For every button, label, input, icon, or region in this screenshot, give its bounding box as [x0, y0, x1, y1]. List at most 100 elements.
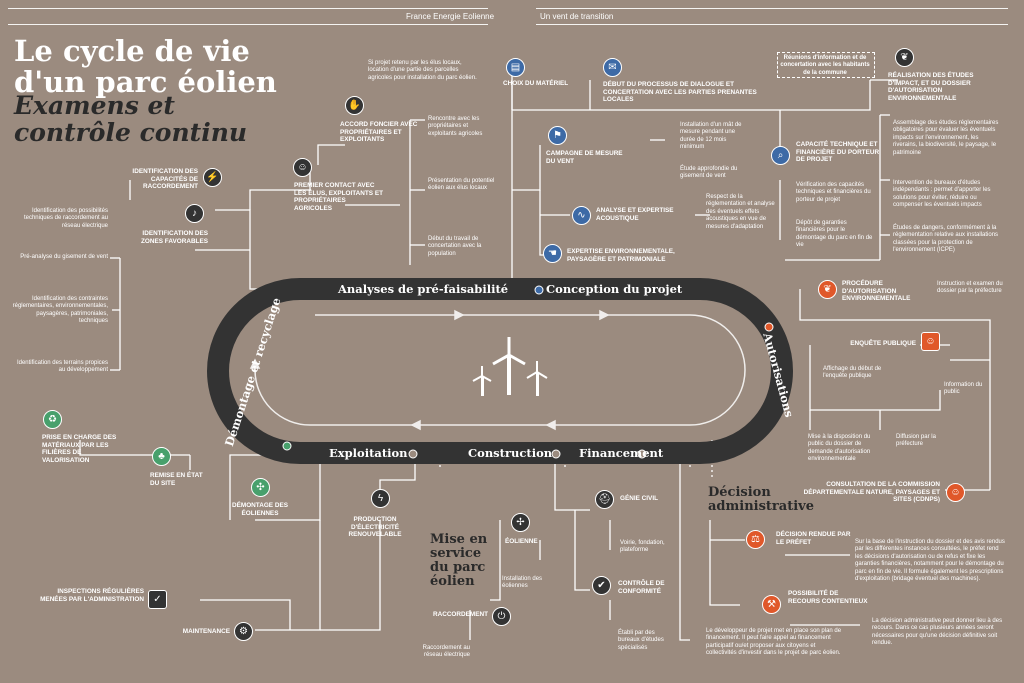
power-icon: ⏻ — [492, 607, 511, 626]
recycle-icon: ♻ — [43, 410, 62, 429]
label-analyse: Analyse et expertise acoustique — [596, 207, 674, 222]
text-realisation-3: Études de dangers, conformément à la rég… — [893, 225, 999, 254]
check-icon: ✔ — [592, 576, 611, 595]
label-enquete: Enquête publique — [850, 340, 916, 347]
gavel-icon: ⚒ — [762, 595, 781, 614]
text-recours: La décision administrative peut donner l… — [872, 618, 1003, 647]
text-campagne-1: Installation d'un mât de mesure pendant … — [680, 122, 742, 151]
flag-icon: ⚑ — [548, 126, 567, 145]
text-financement: Le développeur de projet met en place so… — [706, 628, 842, 657]
label-eolienne: Éolienne — [505, 538, 538, 545]
text-realisation-1: Assemblage des études réglementaires obl… — [893, 120, 999, 156]
label-materiel: Choix du matériel — [503, 80, 569, 87]
tree-icon: ♣ — [152, 447, 171, 466]
text-controle: Établi par des bureaux d'études spéciali… — [618, 630, 664, 651]
dismantle-icon: ✣ — [251, 478, 270, 497]
text-zones-1: Pré-analyse du gisement de vent — [20, 254, 108, 260]
label-prise: Prise en charge des matériaux par les fi… — [42, 434, 117, 464]
label-procedure: Procédure d'autorisation environnemental… — [842, 280, 911, 303]
page-subtitle: Examens et contrôle continu — [14, 92, 247, 146]
waveform-icon: ∿ — [572, 206, 591, 225]
label-demontage-eol: Démontage des éoliennes — [232, 502, 288, 517]
stage-prefaisabilite: Analyses de pré-faisabilité — [338, 282, 509, 296]
text-reunions: Réunions d'information et de concertatio… — [780, 55, 870, 76]
magnifier-icon: ⌕ — [771, 146, 790, 165]
inspection-icon: ✓ — [148, 590, 167, 609]
label-production: Production d'électricité renouvelable — [348, 516, 402, 539]
label-premier-contact: Premier contact avec les élus, exploitan… — [294, 182, 384, 212]
page-title: Le cycle de vie d'un parc éolien — [14, 36, 277, 98]
header-left: France Energie Eolienne — [406, 12, 495, 21]
mise-service-heading: Mise en service du parc éolien — [430, 532, 488, 589]
label-genie: Génie civil — [620, 495, 658, 502]
text-campagne-2: Étude approfondie du gisement de vent — [680, 166, 738, 180]
leaf-icon-2: ❦ — [818, 280, 837, 299]
leaf-icon: ❦ — [895, 48, 914, 67]
text-genie: Voirie, fondation, plateforme — [620, 540, 665, 554]
stage-conception: Conception du projet — [546, 282, 683, 296]
title-line1: Le cycle de vie — [14, 34, 250, 68]
text-capacites: Identification des possibilités techniqu… — [23, 208, 108, 229]
people-icon-3: ☺ — [946, 483, 965, 502]
header-rule-left — [8, 24, 488, 25]
text-accord: Si projet retenu par les élus locaux, lo… — [368, 60, 477, 81]
header-right: Un vent de transition — [540, 12, 614, 21]
plug-icon: ⚡ — [203, 168, 222, 187]
text-information: Information du public — [944, 382, 983, 396]
label-expertise: Expertise environnementale, paysagère et… — [567, 248, 675, 263]
stage-construction: Construction — [468, 446, 553, 460]
title-line2: d'un parc éolien — [14, 65, 277, 99]
text-raccordement: Raccordement au réseau électrique — [422, 645, 470, 659]
text-rencontre: Rencontre avec les propriétaires et expl… — [428, 116, 483, 137]
stage-exploitation: Exploitation — [329, 446, 408, 460]
text-zones-3: Identification des terrains propices au … — [16, 360, 108, 374]
lightning-icon: ϟ — [371, 489, 390, 508]
label-decision-rendue: Décision rendue par le préfet — [776, 531, 851, 546]
subtitle-line1: Examens et — [14, 91, 175, 120]
label-maintenance: Maintenance — [182, 628, 230, 635]
text-realisation-2: Intervention de bureaux d'études indépen… — [893, 180, 991, 209]
label-recours: Possibilité de recours contentieux — [788, 590, 868, 605]
people-icon-2: ☺ — [921, 332, 940, 351]
text-decision: Sur la base de l'instruction du dossier … — [855, 539, 1005, 583]
label-zones: Identification des zones favorables — [141, 230, 208, 245]
text-debut-travail: Début du travail de concertation avec la… — [428, 236, 482, 257]
label-realisation: Réalisation des études d'impact, et du d… — [888, 72, 974, 102]
label-capacite: Capacité technique et financière du port… — [796, 141, 880, 164]
stage-financement: Financement — [579, 446, 664, 460]
label-campagne: Campagne de mesure du vent — [546, 150, 623, 165]
text-presentation: Présentation du potentiel éolien aux élu… — [428, 178, 495, 192]
hardhat-icon: ⛑ — [595, 490, 614, 509]
label-cdnps: Consultation de la commission départemen… — [803, 481, 940, 504]
gear-icon: ⚙ — [234, 622, 253, 641]
decision-heading: Décision administrative — [708, 485, 814, 514]
text-eolienne: Installation des éoliennes — [502, 576, 543, 590]
text-capacite-1: Vérification des capacités techniques et… — [796, 182, 871, 203]
text-mise-dispo: Mise à la disposition du public du dossi… — [808, 434, 871, 463]
label-accord: Accord foncier avec propriétaires et exp… — [340, 121, 418, 144]
label-capacites: Identification des capacités de raccorde… — [132, 168, 198, 191]
subtitle-line2: contrôle continu — [14, 118, 248, 147]
hand-icon: ☚ — [543, 244, 562, 263]
text-affichage: Affichage du début de l'enquête publique — [823, 366, 882, 380]
bell-icon: ♪ — [185, 204, 204, 223]
header-rule-right — [536, 24, 1008, 25]
text-capacite-2: Dépôt de garanties financières pour le d… — [796, 220, 873, 249]
text-analyse: Respect de la réglementation et analyse … — [706, 194, 775, 230]
text-diffusion: Diffusion par la préfecture — [896, 434, 936, 448]
text-zones-2: Identification des contraintes réglement… — [12, 296, 108, 325]
label-raccordement: Raccordement — [432, 611, 488, 618]
label-inspections: Inspections régulières menées par l'admi… — [40, 588, 144, 603]
people-icon: ☺ — [293, 158, 312, 177]
text-procedure: Instruction et examen du dossier par la … — [937, 281, 1003, 295]
truck-icon: ▤ — [506, 58, 525, 77]
chat-icon: ✉ — [603, 58, 622, 77]
label-controle: Contrôle de conformité — [618, 580, 665, 595]
handshake-icon: ✋ — [345, 96, 364, 115]
label-remise: Remise en état du site — [150, 472, 203, 487]
top-rule-left — [8, 8, 488, 9]
turbine-icon: ✢ — [511, 513, 530, 532]
label-dialogue: Début du processus de dialogue et concer… — [603, 81, 757, 104]
reunions-box — [777, 52, 875, 78]
